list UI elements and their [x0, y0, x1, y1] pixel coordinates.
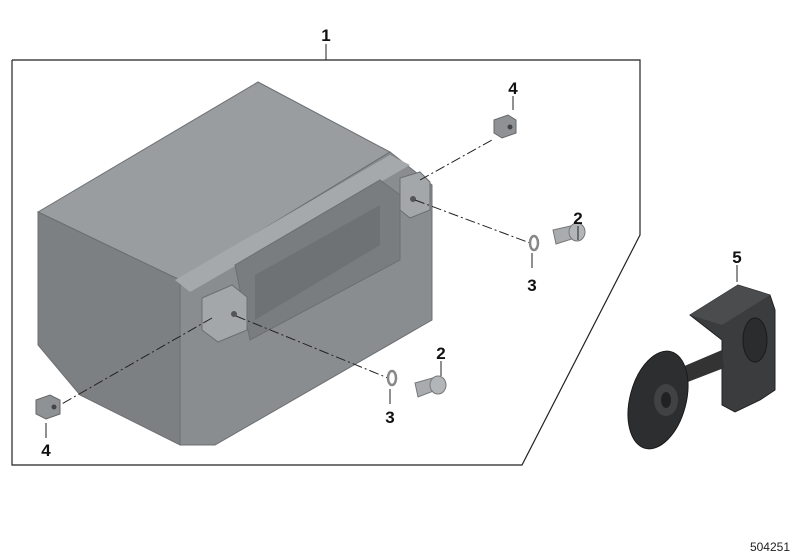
callout-3-lower[interactable]: 3	[385, 408, 394, 427]
callout-3-upper[interactable]: 3	[527, 276, 536, 295]
callout-2-lower[interactable]: 2	[436, 344, 445, 363]
nut-upper[interactable]	[493, 114, 517, 139]
callout-4-upper[interactable]: 4	[508, 79, 518, 98]
washer-upper[interactable]	[528, 234, 540, 252]
assembly-frame	[11, 59, 641, 466]
callout-4-lower[interactable]: 4	[41, 441, 51, 460]
bolt-upper[interactable]	[552, 222, 586, 245]
callout-5[interactable]: 5	[732, 248, 741, 267]
washer-lower[interactable]	[386, 369, 398, 387]
axis-lines	[59, 139, 531, 406]
battery[interactable]	[36, 81, 433, 446]
callout-1[interactable]: 1	[321, 26, 330, 45]
nut-lower[interactable]	[35, 394, 61, 420]
terminal-cover[interactable]	[618, 284, 776, 456]
callout-2-upper[interactable]: 2	[573, 209, 582, 228]
bolt-lower[interactable]	[414, 375, 447, 398]
drawing-number: 504251	[749, 540, 790, 554]
